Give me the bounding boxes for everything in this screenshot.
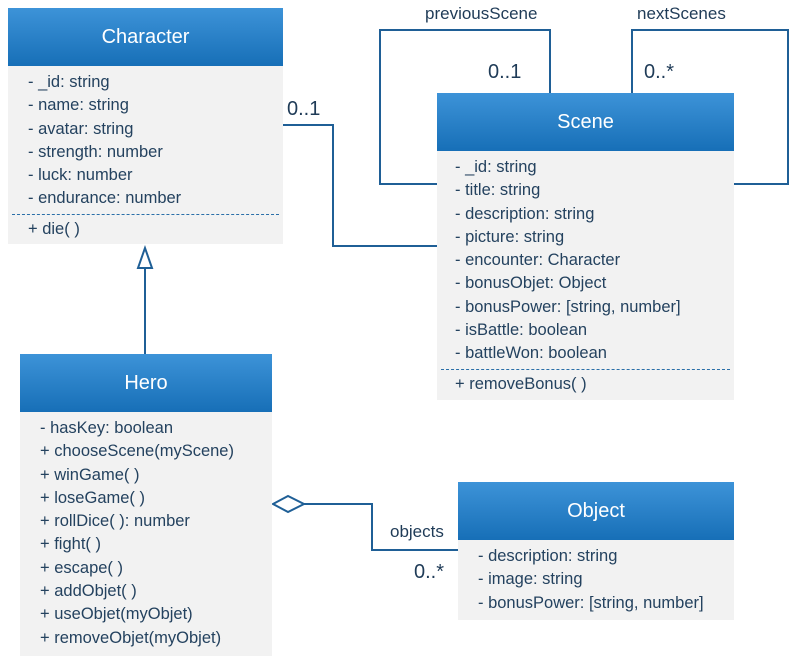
scene-attr: - description: string [455,204,595,223]
character-method: + die( ) [28,219,80,238]
hero-member: + escape( ) [40,558,123,577]
hero-member: + rollDice( ): number [40,512,190,531]
character-divider [12,213,279,215]
hero-member: - hasKey: boolean [40,419,174,437]
previous-scene-multiplicity: 0..1 [488,61,522,83]
hero-member: + chooseScene(myScene) [40,442,234,461]
hero-member: + loseGame( ) [40,488,145,507]
class-object-name: Object [458,482,734,540]
previous-scene-loop[interactable] [379,29,551,185]
class-scene-name: Scene [437,93,734,151]
character-scene-multiplicity: 0..1 [287,98,321,120]
object-attr: - image: string [478,570,583,589]
character-attr: - luck: number [28,166,133,185]
class-object[interactable]: Object - description: string - image: st… [458,482,734,620]
hero-objects-multiplicity: 0..* [414,561,445,583]
hero-member: + removeObjet(myObjet) [40,628,222,647]
next-scenes-loop[interactable] [631,29,789,185]
object-attr: - bonusPower: [string, number] [478,593,704,612]
class-hero-name: Hero [20,354,272,412]
scene-attr: - title: string [455,181,541,200]
hero-member: + addObjet( ) [40,582,137,601]
aggregation-line[interactable] [304,503,458,551]
class-character[interactable]: Character - _id: string - name: string -… [8,8,283,244]
character-attr: - _id: string [28,73,110,91]
next-scenes-role: nextScenes [637,4,726,23]
object-attr: - description: string [478,547,618,565]
character-attr: - name: string [28,96,129,115]
previous-scene-role: previousScene [425,4,538,23]
hero-member: + winGame( ) [40,465,140,484]
hero-objects-role: objects [390,522,444,541]
scene-attr: - encounter: Character [455,251,621,270]
class-scene[interactable]: Scene - _id: string - title: string - de… [437,93,734,400]
character-attr: - avatar: string [28,119,134,138]
generalization-arrowhead [136,244,154,269]
scene-attr: - picture: string [455,227,565,246]
aggregation-diamond [270,494,307,514]
scene-attr: - battleWon: boolean [455,344,607,363]
next-scenes-multiplicity: 0..* [644,61,675,83]
scene-attr: - bonusObjet: Object [455,274,607,293]
scene-attr: - isBattle: boolean [455,321,588,340]
character-scene-association[interactable] [283,124,437,247]
hero-member: + fight( ) [40,535,101,554]
class-character-name: Character [8,8,283,66]
character-attr: - endurance: number [28,189,182,208]
character-attr: - strength: number [28,142,163,161]
class-hero[interactable]: Hero - hasKey: boolean + chooseScene(myS… [20,354,272,656]
scene-attr: - _id: string [455,158,537,176]
scene-divider [441,368,730,370]
scene-attr: - bonusPower: [string, number] [455,297,681,316]
scene-method: + removeBonus( ) [455,374,587,393]
hero-member: + useObjet(myObjet) [40,605,193,624]
